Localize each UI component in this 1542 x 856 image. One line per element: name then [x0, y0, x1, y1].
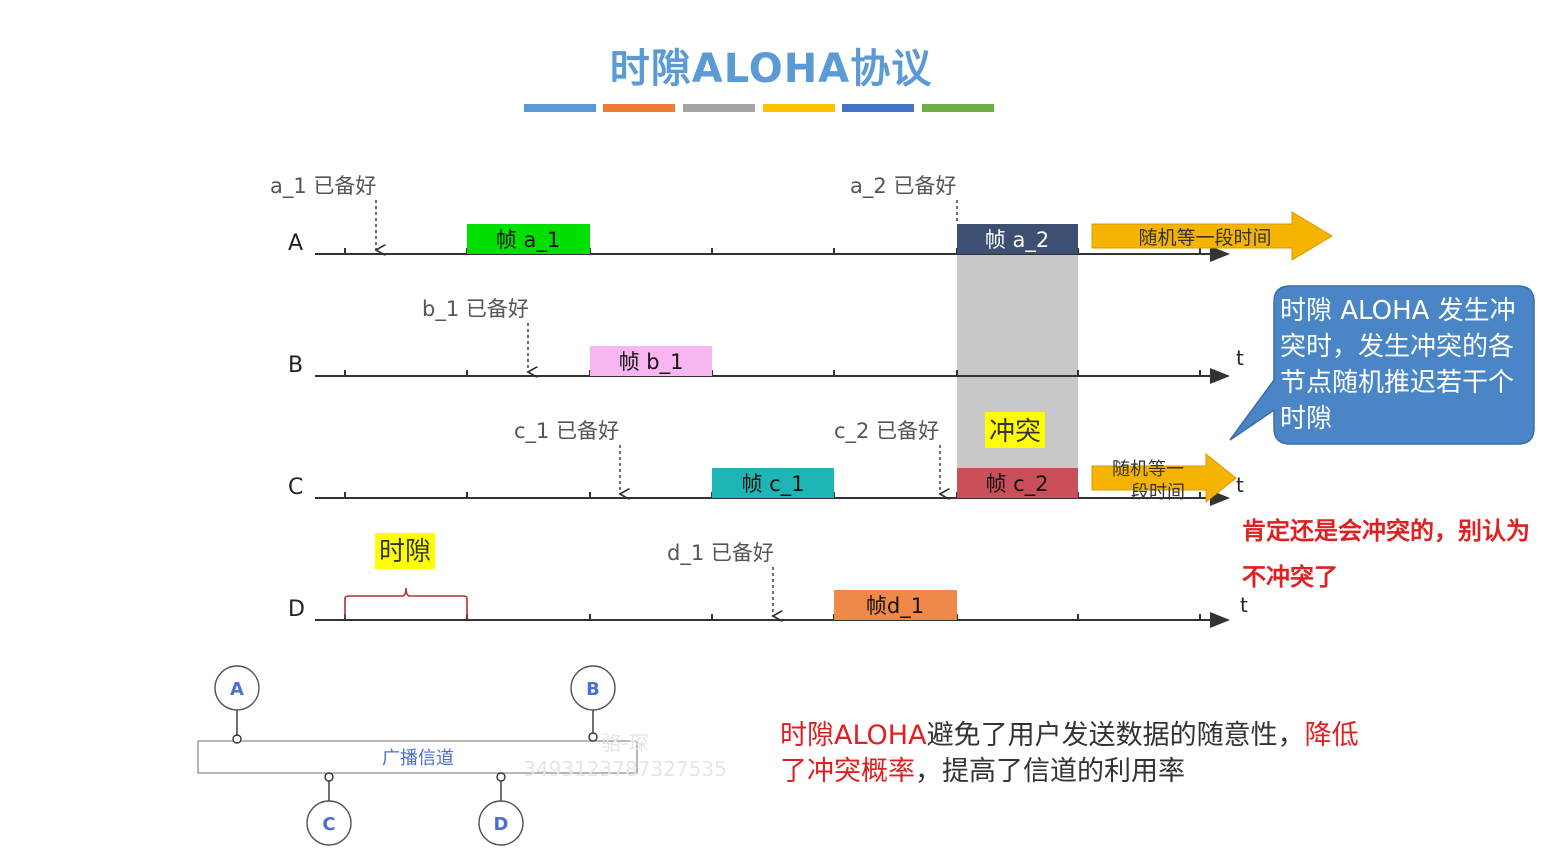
frame-d1: [834, 590, 957, 620]
collision-band: [957, 226, 1078, 498]
frame-d1-label: 帧d_1: [866, 594, 924, 619]
callout-bubble: [1229, 285, 1535, 445]
frame-c1: [712, 468, 834, 498]
color-bar-2: [603, 104, 675, 112]
collision-highlight: [985, 412, 1045, 448]
broadcast-channel-label: 广播信道: [382, 748, 454, 769]
wait-arrow-c: [1091, 452, 1237, 504]
summary-part-3: 降低了冲突概率: [780, 720, 1359, 787]
ready-label-c2: c_2 已备好: [834, 419, 939, 444]
frame-a2-label: 帧 a_2: [985, 228, 1049, 253]
ready-label-a2: a_2 已备好: [850, 174, 956, 199]
collision-label: 冲突: [989, 417, 1041, 447]
summary-part-1: 时隙ALOHA: [780, 720, 927, 751]
node-c: [306, 800, 352, 846]
frame-a1-label: 帧 a_1: [496, 228, 560, 253]
ready-label-c1: c_1 已备好: [514, 419, 619, 444]
node-b-label: B: [586, 679, 600, 700]
row-label-c: C: [288, 475, 303, 500]
summary-part-2: 避免了用户发送数据的随意性，: [926, 720, 1305, 751]
ready-label-d1: d_1 已备好: [667, 541, 774, 566]
color-bar-4: [763, 104, 835, 112]
wait-arrow-a: [1091, 211, 1333, 261]
frame-b1: [590, 346, 712, 376]
red-note: 肯定还是会冲突的，别认为不冲突了: [1242, 517, 1530, 591]
frame-c1-label: 帧 c_1: [741, 472, 804, 497]
callout-text: 时隙 ALOHA 发生冲突时，发生冲突的各节点随机推迟若干个时隙: [1280, 296, 1516, 434]
wait-arrow-a-label: 随机等一段时间: [1138, 227, 1271, 249]
summary-text: 时隙ALOHA避免了用户发送数据的随意性，降低了冲突概率，提高了信道的利用率: [780, 718, 1380, 790]
node-d-label: D: [494, 814, 509, 835]
node-b: [570, 665, 616, 711]
row-label-a: A: [288, 231, 303, 256]
frame-a2: [957, 224, 1078, 254]
axis-end-label-d: t: [1240, 593, 1248, 617]
watermark: 骆-琛 3493123787327535: [520, 730, 730, 782]
color-bar-1: [524, 104, 596, 112]
frame-a1: [467, 224, 590, 254]
node-a-label: A: [230, 679, 244, 700]
row-label-d: D: [288, 597, 305, 622]
watermark-line-2: 3493123787327535: [523, 757, 727, 781]
node-a: [214, 665, 260, 711]
color-bar-6: [922, 104, 994, 112]
wait-arrow-c-label-2: 段时间: [1131, 482, 1185, 503]
slot-highlight: [375, 533, 435, 569]
slot-brace: [344, 587, 468, 618]
frame-b1-label: 帧 b_1: [619, 350, 684, 375]
slot-label: 时隙: [379, 537, 431, 567]
summary-part-4: ，提高了信道的利用率: [915, 756, 1185, 787]
color-bar-3: [683, 104, 755, 112]
color-bar-5: [842, 104, 914, 112]
frame-c2: [957, 468, 1078, 498]
ready-label-b1: b_1 已备好: [422, 297, 529, 322]
row-label-b: B: [288, 353, 303, 378]
broadcast-channel-bar: [197, 740, 638, 774]
frame-c2-label: 帧 c_2: [985, 472, 1048, 497]
axis-end-label-c: t: [1236, 473, 1244, 497]
wait-arrow-c-label-1: 随机等一: [1112, 459, 1184, 480]
node-d: [478, 800, 524, 846]
page-title: 时隙ALOHA协议: [609, 46, 933, 92]
watermark-line-1: 骆-琛: [601, 731, 649, 755]
node-c-label: C: [322, 814, 335, 835]
ready-label-a1: a_1 已备好: [270, 174, 376, 199]
axis-end-label-b: t: [1236, 346, 1244, 370]
